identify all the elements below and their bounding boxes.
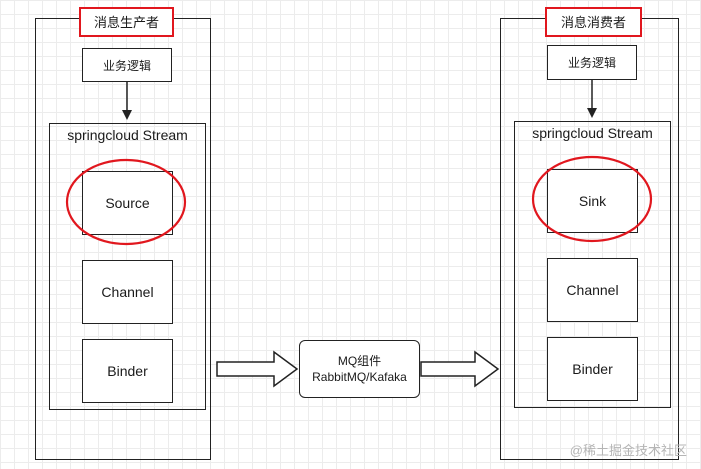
- producer-channel-component: Channel: [82, 260, 173, 324]
- mq-component-box: MQ组件 RabbitMQ/Kafaka: [299, 340, 420, 398]
- producer-title: 消息生产者: [79, 7, 174, 37]
- block-arrow-to-consumer: [420, 350, 500, 388]
- consumer-down-arrowhead: [587, 108, 597, 118]
- sink-highlight-ellipse: [531, 155, 653, 243]
- producer-stream-label: springcloud Stream: [67, 127, 188, 143]
- watermark-text: @稀土掘金技术社区: [569, 443, 687, 458]
- consumer-stream-label: springcloud Stream: [532, 125, 653, 141]
- source-highlight-ellipse: [65, 158, 187, 246]
- sink-component: Sink: [547, 169, 638, 233]
- source-component: Source: [82, 171, 173, 235]
- watermark: @稀土掘金技术社区: [570, 440, 687, 459]
- producer-business-logic: 业务逻辑: [82, 48, 172, 82]
- consumer-binder-component: Binder: [547, 337, 638, 401]
- consumer-business-logic: 业务逻辑: [547, 45, 637, 80]
- producer-stream-box: springcloud Stream: [49, 123, 206, 410]
- producer-binder-component: Binder: [82, 339, 173, 403]
- block-arrow-to-mq: [216, 350, 299, 388]
- producer-down-arrowhead: [122, 110, 132, 120]
- consumer-title: 消息消费者: [545, 7, 642, 37]
- consumer-stream-box: springcloud Stream: [514, 121, 671, 408]
- consumer-channel-component: Channel: [547, 258, 638, 322]
- mq-label: MQ组件: [337, 354, 382, 368]
- mq-products-label: RabbitMQ/Kafaka: [312, 370, 407, 384]
